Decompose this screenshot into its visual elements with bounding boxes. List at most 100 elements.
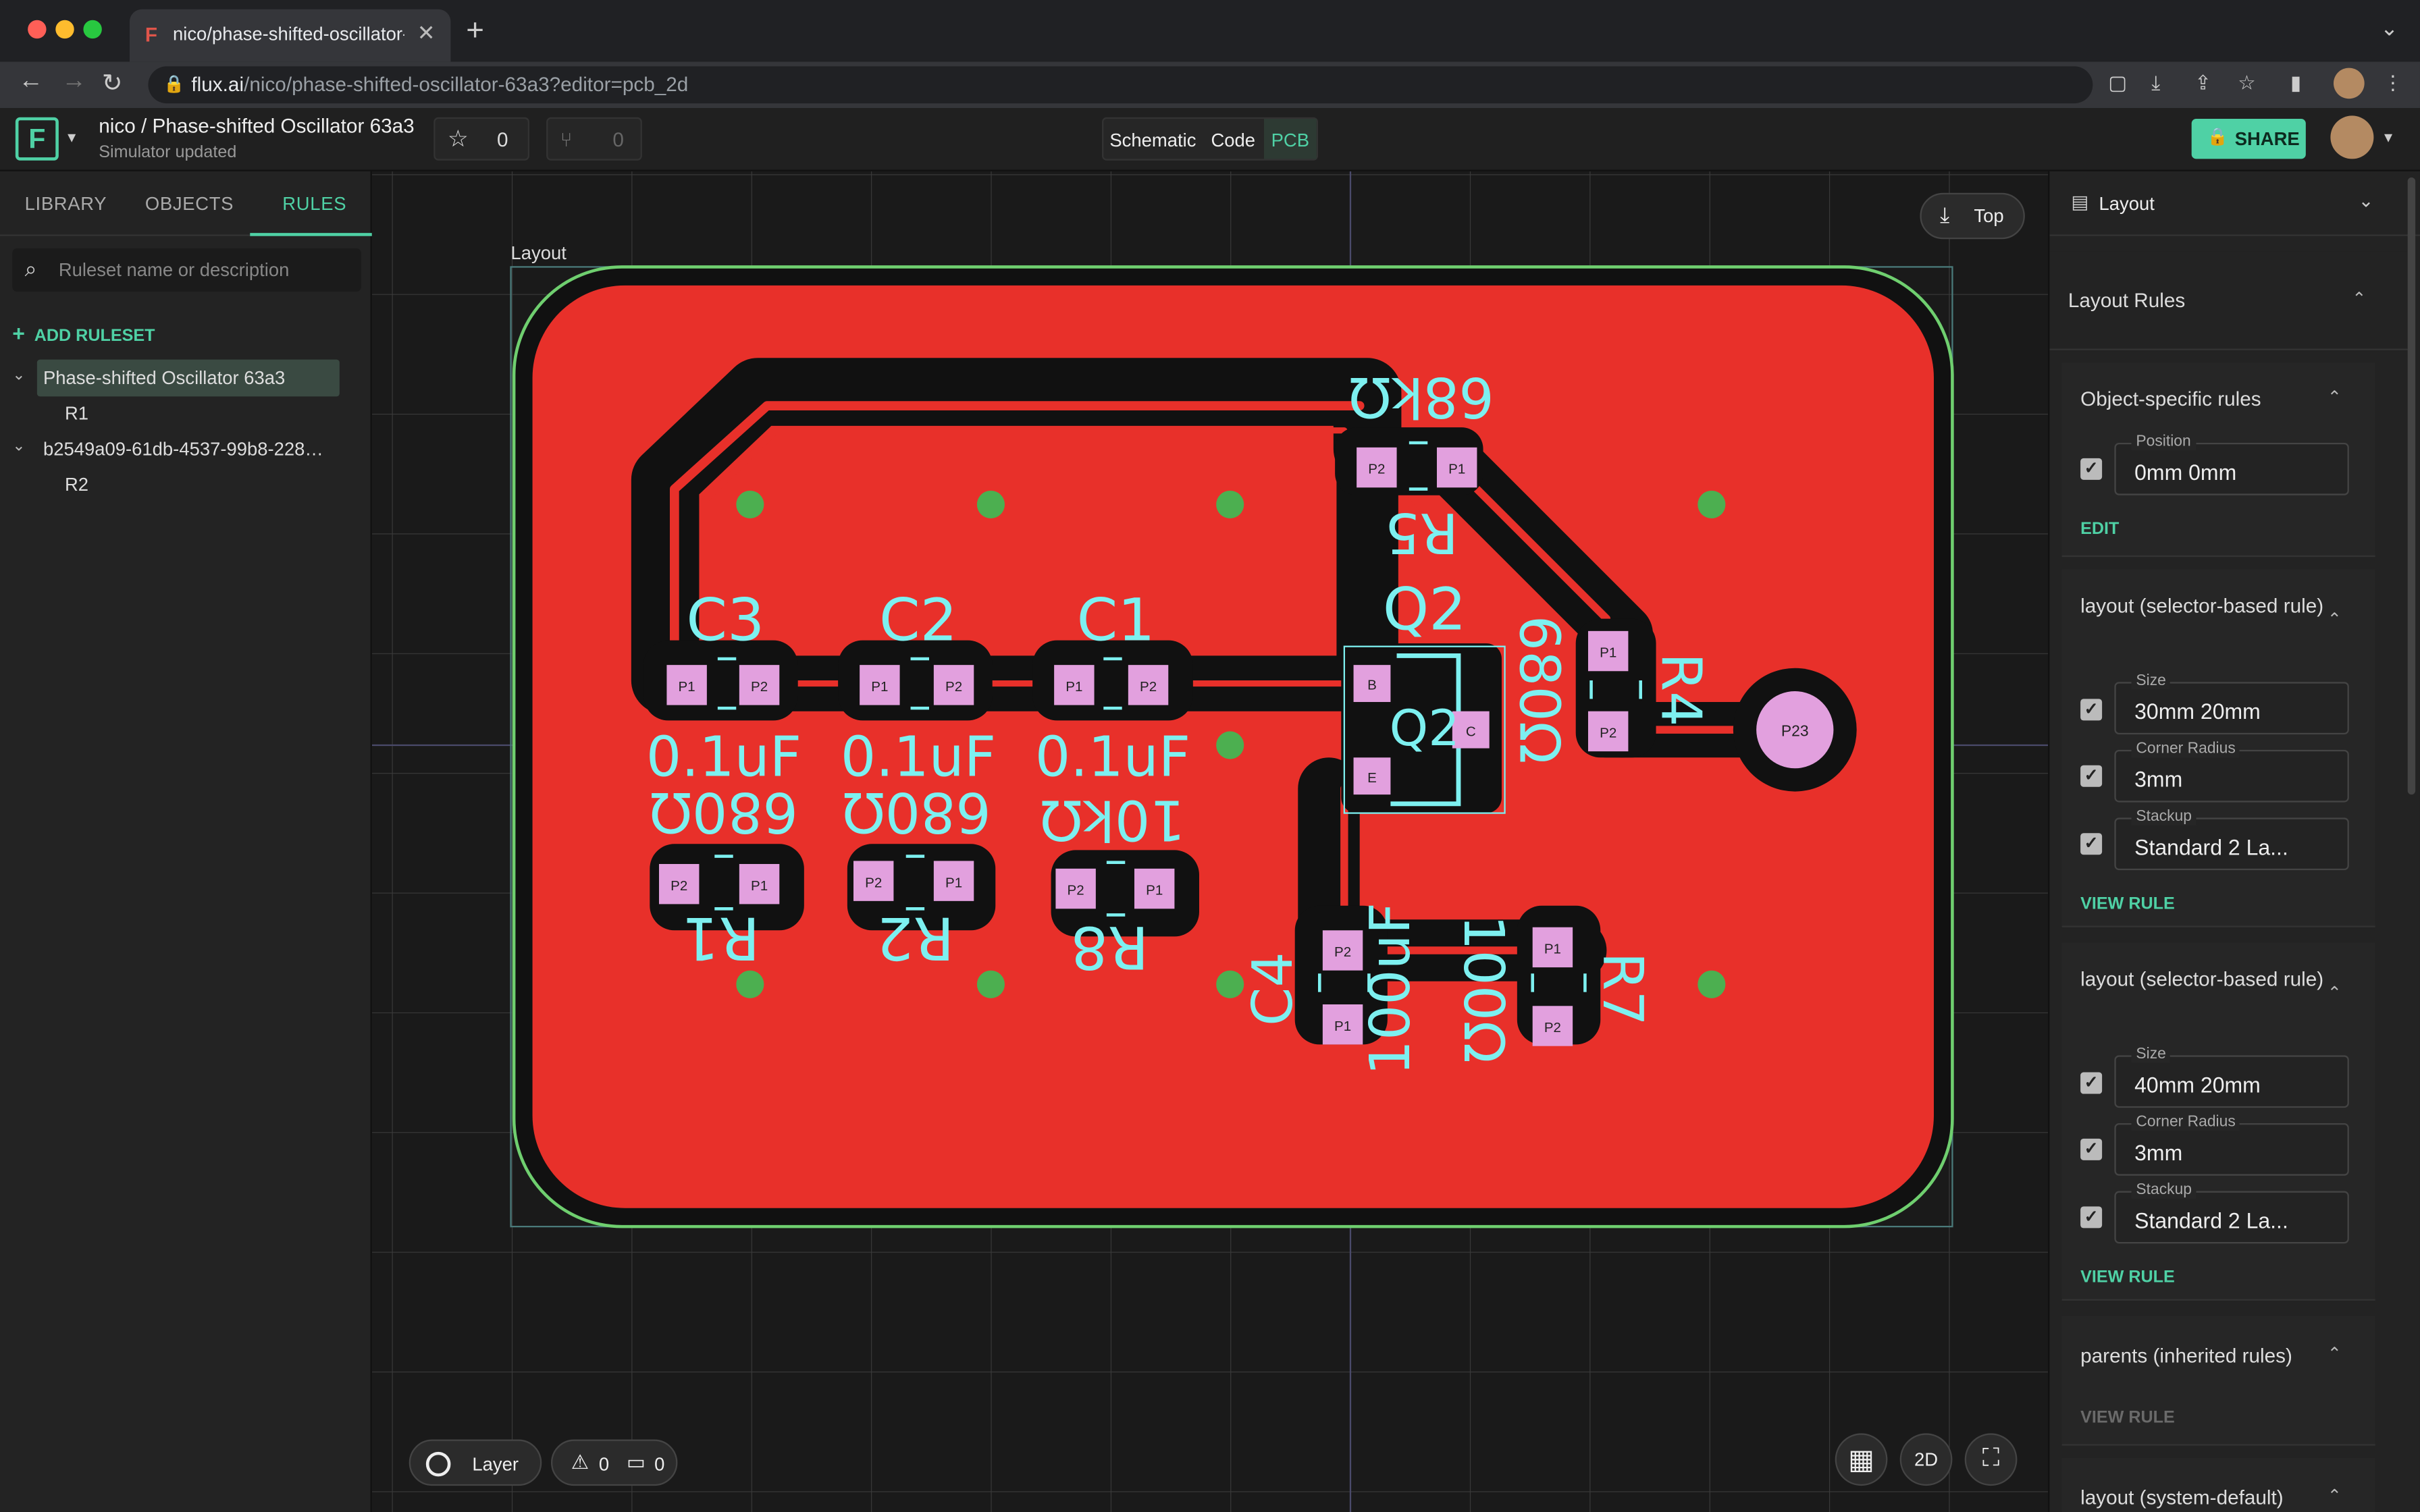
issues-button[interactable]: ⚠ 0 ▭ 0 — [550, 1439, 678, 1486]
grid-toggle-icon[interactable]: ▦ — [1835, 1433, 1888, 1486]
view-rule-button[interactable]: VIEW RULE — [2080, 1268, 2175, 1287]
chevron-up-icon[interactable]: ⌃ — [2327, 611, 2342, 630]
tab-rules[interactable]: RULES — [282, 192, 347, 215]
project-title: nico / Phase-shifted Oscillator 63a3 — [99, 114, 415, 138]
edit-button[interactable]: EDIT — [2080, 520, 2120, 539]
corner-radius-label: Corner Radius — [2131, 740, 2240, 758]
close-tab-icon[interactable]: ✕ — [417, 20, 436, 45]
maximize-window-dot[interactable] — [83, 20, 102, 39]
sidebar-toggle-icon[interactable]: ▮ — [2290, 71, 2302, 94]
stackup-checkbox[interactable]: ✓ — [2080, 833, 2103, 855]
position-field[interactable]: Position 0mm 0mm — [2114, 433, 2349, 495]
chevron-up-icon[interactable]: ⌃ — [2327, 388, 2342, 408]
fullscreen-icon[interactable]: ⛶ — [1964, 1433, 2018, 1486]
size-checkbox[interactable]: ✓ — [2080, 1072, 2103, 1094]
new-tab-icon[interactable]: + — [466, 14, 484, 48]
left-panel: LIBRARY OBJECTS RULES ⌕ Ruleset name or … — [0, 171, 372, 1512]
tab-objects[interactable]: OBJECTS — [144, 192, 234, 215]
minimize-window-dot[interactable] — [55, 20, 74, 39]
pad-label: P1 — [679, 679, 695, 695]
app-header: F ▼ nico / Phase-shifted Oscillator 63a3… — [0, 107, 2420, 171]
tree-item-ruleset-2[interactable]: b2549a09-61db-4537-99b8-228… — [43, 438, 323, 460]
stackup-checkbox[interactable]: ✓ — [2080, 1206, 2103, 1228]
search-icon: ⌕ — [24, 256, 37, 281]
corner-radius-checkbox[interactable]: ✓ — [2080, 1138, 2103, 1160]
view-rule-button[interactable]: VIEW RULE — [2080, 894, 2175, 914]
tree-item-r1[interactable]: R1 — [64, 402, 89, 425]
tree-item-ruleset-1[interactable]: Phase-shifted Oscillator 63a3 — [43, 367, 286, 389]
pad-label: B — [1367, 678, 1377, 693]
bookmark-star-icon[interactable]: ☆ — [2238, 71, 2256, 94]
silk-c1-value: 0.1uF — [1035, 726, 1190, 790]
plus-icon: + — [12, 321, 25, 346]
tree-item-r2[interactable]: R2 — [64, 473, 89, 495]
url-domain: flux.ai — [191, 72, 244, 96]
tab-schematic[interactable]: Schematic — [1109, 129, 1196, 151]
add-ruleset-label: ADD RULESET — [34, 327, 155, 346]
object-specific-section: Object-specific rules ⌃ ✓ Position 0mm 0… — [2061, 362, 2375, 558]
reload-icon[interactable]: ↻ — [101, 71, 123, 97]
stackup-field[interactable]: Stackup Standard 2 La... — [2114, 808, 2349, 871]
logo-menu-caret-icon[interactable]: ▼ — [64, 129, 79, 145]
chevron-up-icon[interactable]: ⌃ — [2327, 984, 2342, 1003]
browser-tab[interactable]: F nico/phase-shifted-oscillator-63a3 ✕ — [129, 9, 451, 62]
tab-library[interactable]: LIBRARY — [24, 192, 107, 215]
add-ruleset-button[interactable]: + ADD RULESET — [12, 321, 155, 346]
pcb-canvas[interactable]: Layout — [371, 171, 2049, 1512]
inspector-title: Layout — [2099, 192, 2155, 215]
expand-chevron-icon[interactable]: ⌄ — [12, 367, 26, 385]
pad-label: P2 — [751, 679, 768, 695]
view-mode-2d-button[interactable]: 2D — [1899, 1433, 1953, 1486]
corner-radius-checkbox[interactable]: ✓ — [2080, 765, 2103, 787]
user-avatar[interactable] — [2330, 115, 2374, 159]
stackup-field[interactable]: Stackup Standard 2 La... — [2114, 1181, 2349, 1244]
back-arrow-icon[interactable]: ← — [18, 68, 43, 94]
browser-profile-avatar[interactable] — [2333, 68, 2365, 99]
layer-button[interactable]: Layer — [409, 1439, 542, 1486]
star-button-group[interactable]: ☆ 0 — [433, 117, 529, 161]
silk-c4-value: 100uF — [1359, 902, 1423, 1075]
tab-menu-chevron-icon[interactable]: ⌄ — [2380, 15, 2398, 40]
size-checkbox[interactable]: ✓ — [2080, 699, 2103, 721]
panel-scrollbar[interactable] — [2407, 177, 2416, 795]
pad-label: P2 — [865, 875, 882, 890]
corner-radius-label: Corner Radius — [2131, 1114, 2240, 1131]
url-field[interactable]: 🔒 flux.ai/nico/phase-shifted-oscillator-… — [148, 66, 2093, 104]
pad-label: P1 — [1066, 679, 1082, 695]
user-menu-caret-icon[interactable]: ▼ — [2381, 129, 2396, 145]
clipboard-icon[interactable]: ▢ — [2108, 71, 2128, 94]
browser-menu-icon[interactable]: ⋮ — [2383, 71, 2403, 94]
size-field[interactable]: Size 30mm 20mm — [2114, 672, 2349, 734]
ruleset-search-input[interactable]: ⌕ Ruleset name or description — [12, 248, 361, 292]
share-page-icon[interactable]: ⇪ — [2194, 71, 2212, 94]
q2-selection-box[interactable] — [1343, 645, 1506, 814]
comments-count: 0 — [654, 1453, 665, 1476]
selector-rule-2-section: layout (selector-based rule) ⌃ ✓ Size 40… — [2061, 942, 2375, 1301]
chevron-up-icon: ⌃ — [2352, 290, 2367, 309]
size-field[interactable]: Size 40mm 20mm — [2114, 1046, 2349, 1108]
share-button[interactable]: 🔒 SHARE — [2191, 118, 2306, 159]
active-tab-indicator — [250, 233, 372, 236]
silk-q2-mid: Q2 — [1390, 700, 1460, 757]
comment-icon: ▭ — [626, 1450, 646, 1474]
tab-pcb[interactable]: PCB — [1263, 118, 1317, 159]
forward-arrow-icon[interactable]: → — [61, 68, 86, 94]
chevron-up-icon[interactable]: ⌃ — [2327, 1345, 2342, 1364]
tree-selection-highlight — [36, 359, 340, 397]
position-checkbox[interactable]: ✓ — [2080, 458, 2103, 480]
layer-circle-icon — [425, 1451, 451, 1477]
view-rule-button-disabled[interactable]: VIEW RULE — [2080, 1408, 2175, 1428]
view-side-button[interactable]: ⤓ Top — [1920, 192, 2025, 240]
layout-rules-header[interactable]: Layout Rules ⌃ — [2049, 251, 2408, 350]
corner-radius-field[interactable]: Corner Radius 3mm — [2114, 740, 2349, 803]
tab-code[interactable]: Code — [1211, 129, 1256, 151]
install-icon[interactable]: ⤓ — [2151, 71, 2161, 94]
inspector-header[interactable]: ▤ Layout ⌄ — [2049, 171, 2420, 236]
close-window-dot[interactable] — [28, 20, 47, 39]
share-label: SHARE — [2234, 128, 2300, 150]
expand-chevron-icon[interactable]: ⌄ — [12, 438, 26, 456]
fork-button-group[interactable]: ⑂ 0 — [546, 117, 642, 161]
chevron-up-icon[interactable]: ⌃ — [2327, 1487, 2342, 1506]
corner-radius-field[interactable]: Corner Radius 3mm — [2114, 1114, 2349, 1176]
flux-logo-icon[interactable]: F — [15, 117, 59, 161]
